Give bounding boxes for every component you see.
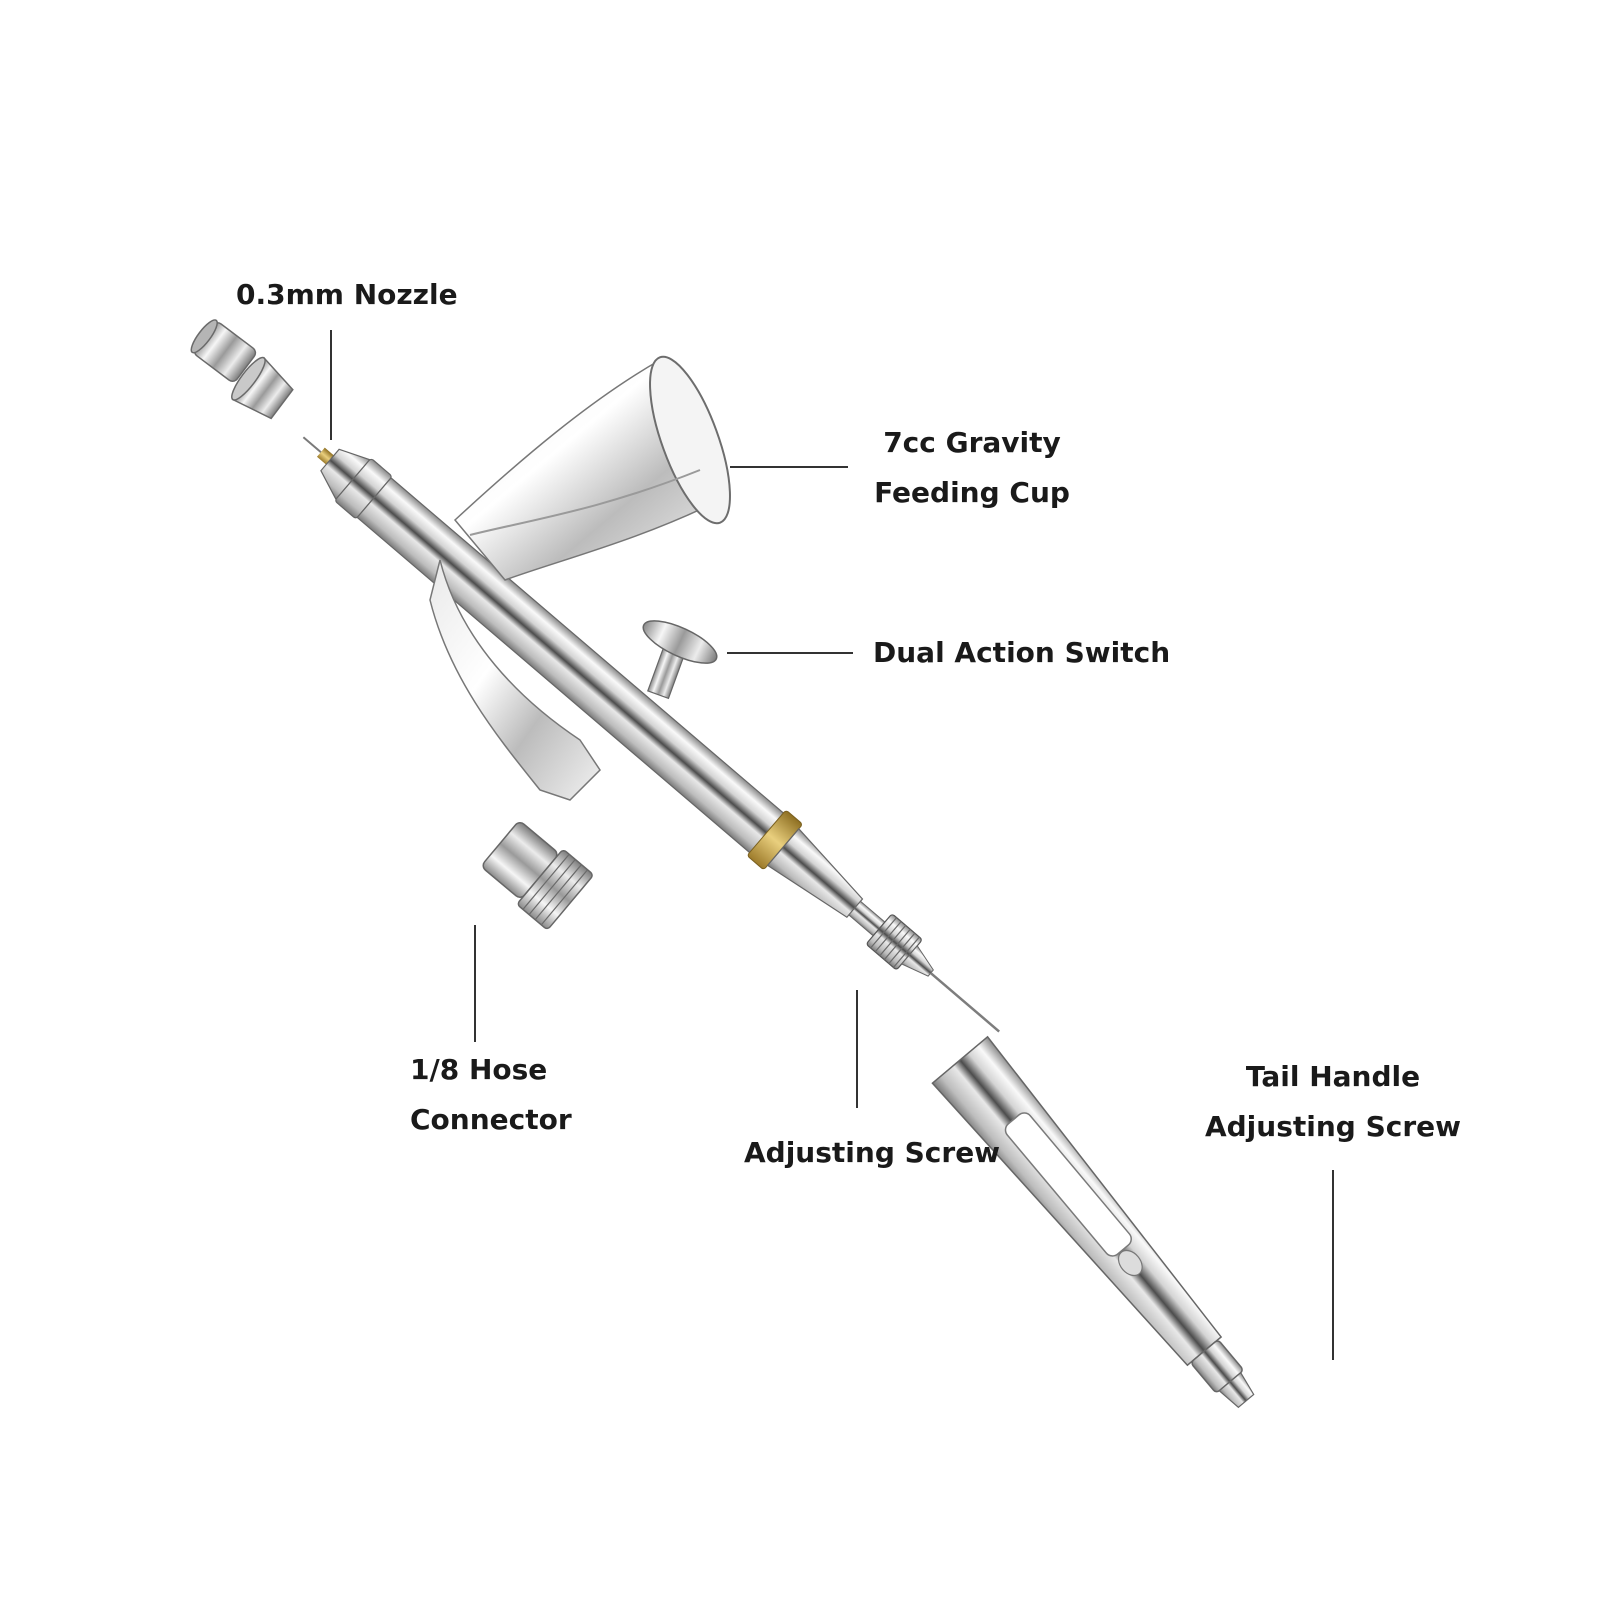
label-gravity-cup: 7cc Gravity Feeding Cup: [862, 418, 1082, 518]
hose-connector: [429, 559, 601, 930]
label-tail-line2: Adjusting Screw: [1204, 1110, 1462, 1143]
dual-action-switch: [642, 620, 718, 700]
label-hose-line1: 1/8 Hose: [410, 1053, 548, 1086]
label-tail-handle: Tail Handle Adjusting Screw: [1200, 1052, 1466, 1152]
label-hose-connector: 1/8 Hose Connector: [410, 1045, 572, 1145]
label-nozzle-line1: 0.3mm Nozzle: [236, 278, 458, 311]
airbrush-body: [302, 436, 1000, 1033]
label-cup-line2: Feeding Cup: [874, 476, 1070, 509]
label-dual-action-switch: Dual Action Switch: [873, 628, 1170, 678]
label-cup-line1: 7cc Gravity: [883, 426, 1061, 459]
label-switch-line1: Dual Action Switch: [873, 636, 1171, 669]
leader-lines: [330, 330, 1334, 1360]
tail-handle: [931, 1035, 1255, 1409]
label-nozzle: 0.3mm Nozzle: [236, 270, 458, 320]
label-tail-line1: Tail Handle: [1245, 1060, 1421, 1093]
nozzle-caps: [190, 319, 294, 420]
gravity-cup: [453, 355, 731, 581]
label-screw-line1: Adjusting Screw: [744, 1136, 1001, 1169]
label-hose-line2: Connector: [410, 1103, 572, 1136]
label-adjusting-screw: Adjusting Screw: [744, 1128, 1000, 1178]
